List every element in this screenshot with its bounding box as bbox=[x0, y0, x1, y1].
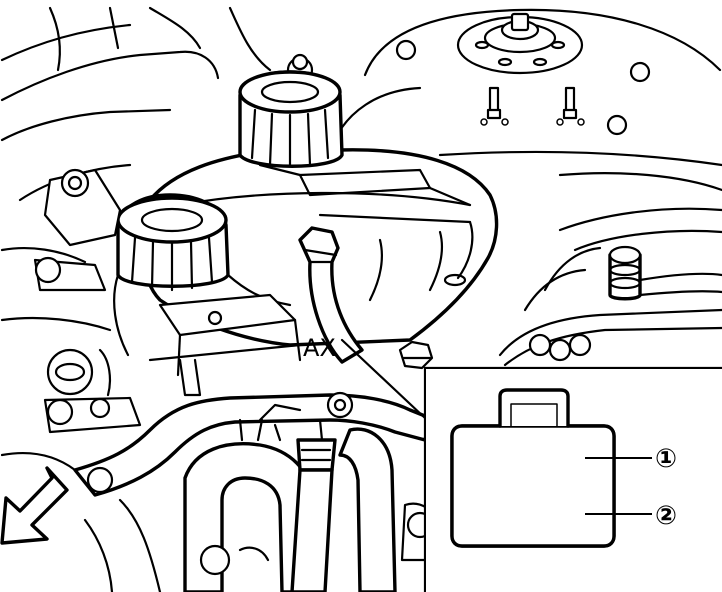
front-direction-arrow-icon bbox=[0, 466, 69, 545]
callout-1-number: ① bbox=[655, 444, 677, 474]
central-bracket-plate bbox=[148, 293, 302, 397]
reservoir-filler-neck bbox=[498, 388, 570, 428]
left-mounting-bracket bbox=[0, 168, 142, 434]
reservoir-marking-label: AX bbox=[303, 334, 336, 362]
callout-2-number: ② bbox=[655, 501, 677, 531]
lower-hoses bbox=[83, 340, 442, 592]
right-side-pipes bbox=[498, 207, 722, 367]
callout-leader-lines bbox=[340, 338, 722, 592]
reservoir-level-inset: ① ② bbox=[426, 369, 722, 592]
reservoir-hose: AX bbox=[298, 226, 364, 364]
upper-left-body-panel bbox=[0, 6, 272, 202]
